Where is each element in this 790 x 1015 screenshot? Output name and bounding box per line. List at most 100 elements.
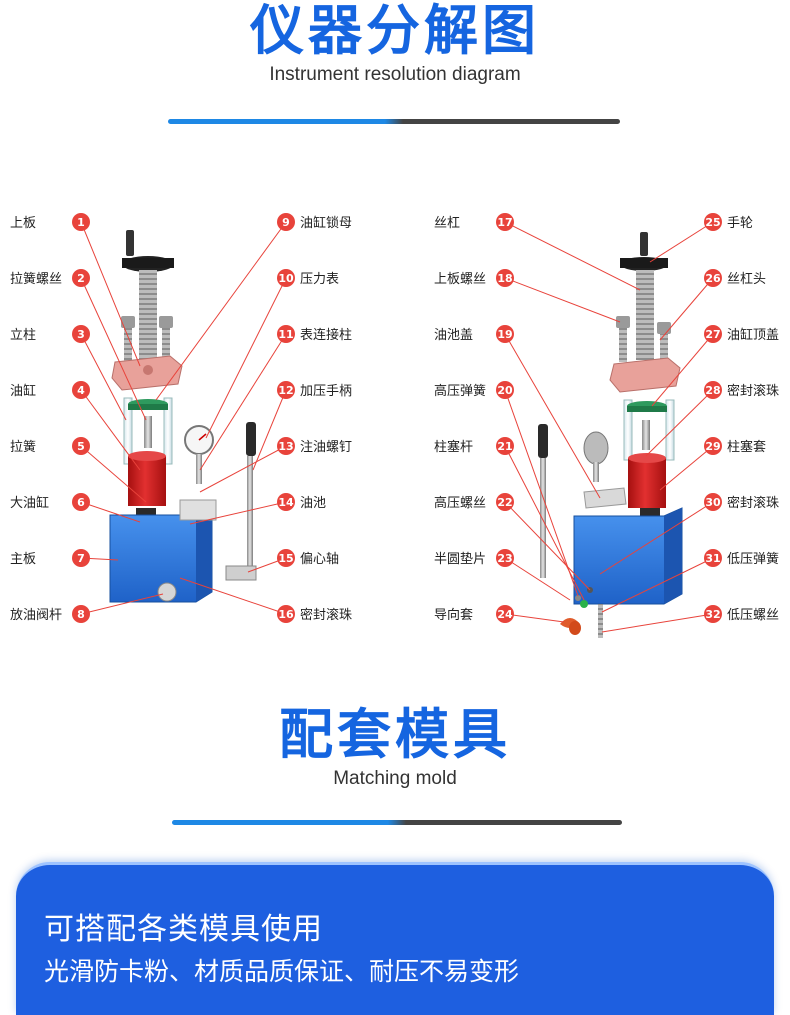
right-press-illustration bbox=[538, 232, 683, 638]
svg-text:油池盖: 油池盖 bbox=[434, 328, 473, 343]
part-1: 上板 1 bbox=[10, 213, 90, 231]
svg-text:放油阀杆: 放油阀杆 bbox=[10, 608, 62, 623]
svg-text:30: 30 bbox=[705, 496, 721, 509]
left-press-illustration bbox=[109, 230, 257, 603]
svg-text:油缸: 油缸 bbox=[10, 383, 36, 399]
part-27: 27 油缸顶盖 bbox=[704, 325, 779, 343]
svg-text:8: 8 bbox=[77, 608, 85, 621]
svg-text:拉簧螺丝: 拉簧螺丝 bbox=[10, 271, 62, 287]
svg-text:上板: 上板 bbox=[10, 216, 36, 231]
section-matching-mold: 配套模具 Matching mold bbox=[0, 708, 790, 790]
svg-text:20: 20 bbox=[497, 384, 513, 397]
svg-text:手轮: 手轮 bbox=[727, 216, 753, 231]
svg-text:7: 7 bbox=[77, 552, 85, 565]
svg-text:3: 3 bbox=[77, 328, 85, 341]
part-18: 上板螺丝 18 bbox=[434, 269, 514, 287]
part-29: 29 柱塞套 bbox=[704, 437, 766, 455]
part-30: 30 密封滚珠 bbox=[704, 493, 779, 511]
part-10: 10 压力表 bbox=[277, 269, 339, 287]
part-9: 9 油缸锁母 bbox=[277, 213, 352, 231]
svg-text:5: 5 bbox=[77, 440, 85, 453]
part-23: 半圆垫片 23 bbox=[434, 549, 514, 567]
part-8: 放油阀杆 8 bbox=[10, 605, 90, 623]
svg-text:22: 22 bbox=[497, 496, 512, 509]
svg-text:偏心轴: 偏心轴 bbox=[300, 552, 339, 567]
svg-text:1: 1 bbox=[77, 216, 85, 229]
part-3: 立柱 3 bbox=[10, 325, 90, 343]
svg-text:柱塞杆: 柱塞杆 bbox=[434, 439, 473, 455]
svg-text:19: 19 bbox=[497, 328, 512, 341]
part-19: 油池盖 19 bbox=[434, 325, 514, 343]
svg-text:导向套: 导向套 bbox=[434, 607, 473, 623]
svg-text:27: 27 bbox=[705, 328, 720, 341]
svg-text:表连接柱: 表连接柱 bbox=[300, 327, 352, 343]
title-divider bbox=[168, 119, 620, 124]
part-7: 主板 7 bbox=[10, 549, 90, 567]
banner-headline: 可搭配各类模具使用 bbox=[44, 912, 323, 947]
svg-text:25: 25 bbox=[705, 216, 720, 229]
svg-text:9: 9 bbox=[282, 216, 290, 229]
part-6: 大油缸 6 bbox=[10, 493, 90, 511]
svg-text:28: 28 bbox=[705, 384, 720, 397]
part-26: 26 丝杠头 bbox=[704, 269, 766, 287]
part-12: 12 加压手柄 bbox=[277, 381, 352, 399]
svg-text:31: 31 bbox=[705, 552, 720, 565]
svg-text:半圆垫片: 半圆垫片 bbox=[434, 551, 486, 567]
svg-text:密封滚珠: 密封滚珠 bbox=[727, 383, 779, 399]
svg-text:23: 23 bbox=[497, 552, 512, 565]
part-2: 拉簧螺丝 2 bbox=[10, 269, 90, 287]
svg-text:油缸锁母: 油缸锁母 bbox=[300, 215, 352, 231]
part-13: 13 注油螺钉 bbox=[277, 437, 352, 455]
svg-text:29: 29 bbox=[705, 440, 720, 453]
part-31: 31 低压弹簧 bbox=[704, 549, 779, 567]
svg-text:14: 14 bbox=[278, 496, 294, 509]
svg-text:15: 15 bbox=[278, 552, 293, 565]
part-17: 丝杠 17 bbox=[434, 213, 514, 231]
svg-text:32: 32 bbox=[705, 608, 720, 621]
section-subtitle: Matching mold bbox=[333, 768, 457, 789]
svg-text:加压手柄: 加压手柄 bbox=[300, 384, 352, 399]
svg-text:26: 26 bbox=[705, 272, 721, 285]
leader-lines bbox=[80, 221, 714, 633]
svg-text:柱塞套: 柱塞套 bbox=[727, 439, 766, 455]
svg-text:注油螺钉: 注油螺钉 bbox=[300, 440, 352, 455]
svg-text:丝杠头: 丝杠头 bbox=[727, 271, 766, 287]
svg-text:4: 4 bbox=[77, 384, 85, 397]
part-5: 拉簧 5 bbox=[10, 437, 90, 455]
feature-banner bbox=[16, 862, 774, 1015]
svg-text:压力表: 压力表 bbox=[300, 272, 339, 287]
part-28: 28 密封滚珠 bbox=[704, 381, 779, 399]
svg-text:17: 17 bbox=[497, 216, 512, 229]
svg-text:拉簧: 拉簧 bbox=[10, 439, 36, 455]
svg-text:10: 10 bbox=[278, 272, 294, 285]
part-25: 25 手轮 bbox=[704, 213, 753, 231]
svg-text:大油缸: 大油缸 bbox=[10, 495, 49, 511]
svg-text:11: 11 bbox=[278, 328, 293, 341]
svg-text:主板: 主板 bbox=[10, 552, 36, 567]
svg-text:6: 6 bbox=[77, 496, 85, 509]
svg-text:18: 18 bbox=[497, 272, 512, 285]
svg-text:立柱: 立柱 bbox=[10, 328, 36, 343]
page-title: 仪器分解图 bbox=[250, 0, 540, 62]
part-4: 油缸 4 bbox=[10, 381, 90, 399]
svg-text:低压螺丝: 低压螺丝 bbox=[727, 608, 779, 623]
svg-text:2: 2 bbox=[77, 272, 85, 285]
svg-text:低压弹簧: 低压弹簧 bbox=[727, 551, 779, 567]
svg-text:高压弹簧: 高压弹簧 bbox=[434, 383, 486, 399]
section-divider bbox=[172, 820, 622, 825]
svg-text:丝杠: 丝杠 bbox=[434, 215, 460, 231]
svg-text:12: 12 bbox=[278, 384, 293, 397]
section-title: 配套模具 bbox=[279, 703, 511, 766]
exploded-diagram: 上板 1 拉簧螺丝 2 立柱 3 油缸 4 拉簧 5 大油缸 6 主板 7 放油阀杆 8 9 油缸… bbox=[10, 213, 779, 638]
banner-features: 光滑防卡粉、材质品质保证、耐压不易变形 bbox=[44, 957, 520, 986]
svg-text:13: 13 bbox=[278, 440, 293, 453]
svg-text:密封滚珠: 密封滚珠 bbox=[727, 495, 779, 511]
part-32: 32 低压螺丝 bbox=[704, 605, 779, 623]
svg-text:上板螺丝: 上板螺丝 bbox=[434, 272, 486, 287]
svg-text:油缸顶盖: 油缸顶盖 bbox=[727, 327, 779, 343]
